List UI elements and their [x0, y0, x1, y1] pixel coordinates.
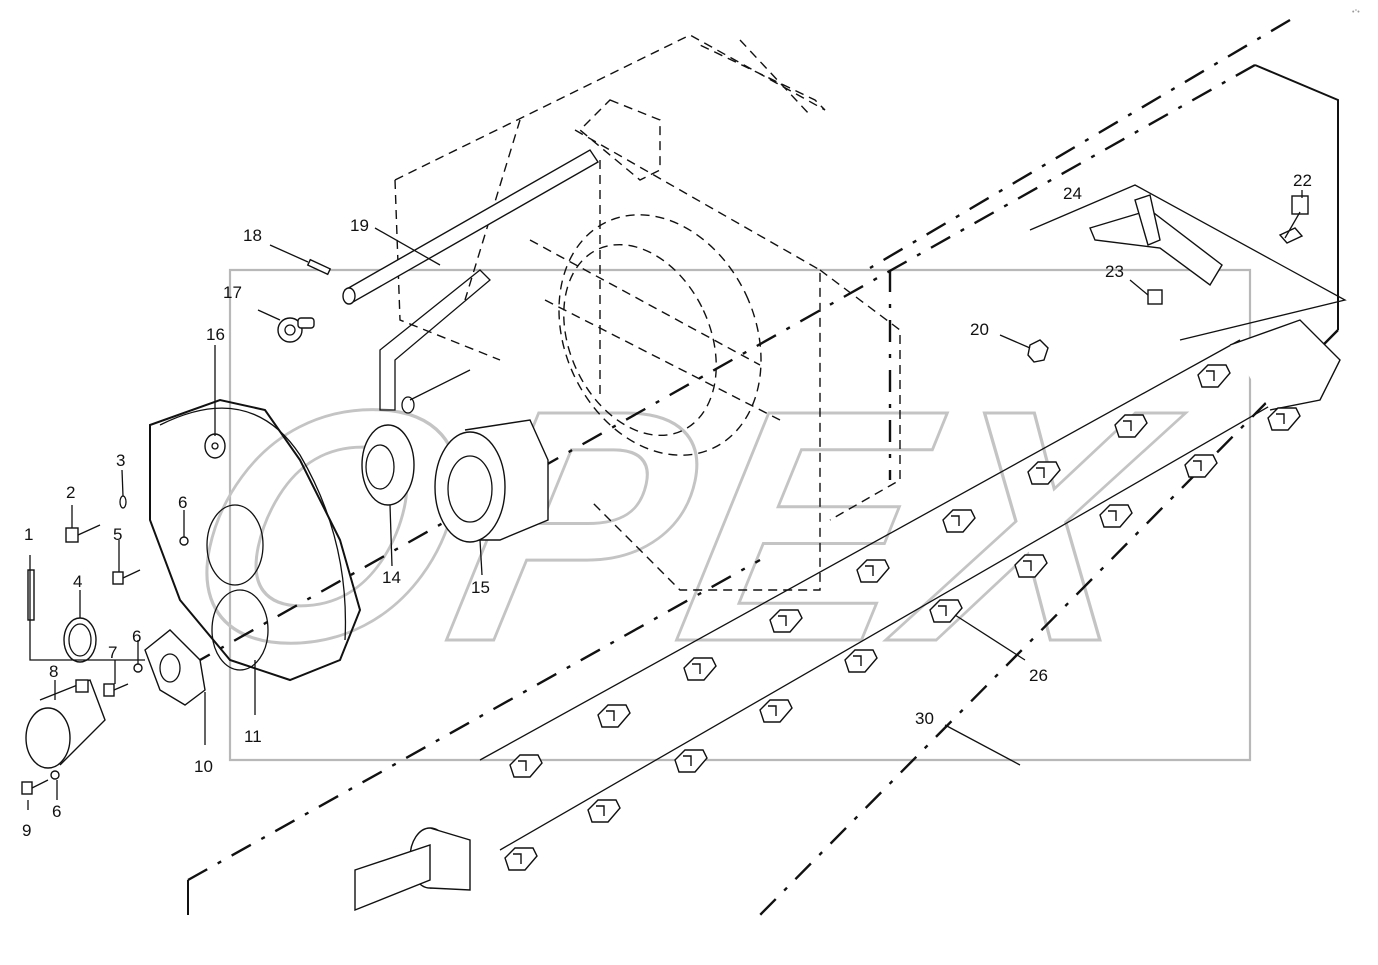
clip-3 [119, 495, 127, 509]
label-part-11: 11 [244, 727, 262, 746]
rotor-tine [509, 754, 543, 778]
watermark-logo: OPEX [158, 268, 1252, 762]
label-part-6: 6 [132, 627, 141, 646]
rotor-tine [759, 699, 793, 723]
rotor-tine [769, 609, 803, 633]
rotor-tine [587, 799, 621, 823]
rotor-26 [354, 319, 1341, 912]
pin-18 [306, 258, 332, 276]
rotor-tine [1114, 414, 1148, 438]
sprocket-wheel [149, 398, 362, 682]
label-part-24: 24 [1063, 184, 1082, 203]
mounting-plate [379, 269, 491, 414]
label-part-8: 8 [49, 662, 58, 681]
bolt-9 [21, 779, 49, 795]
bolt-5 [112, 569, 141, 585]
nut-17 [277, 317, 315, 343]
label-part-19: 19 [350, 216, 369, 235]
rotor-tine [929, 599, 963, 623]
plate-11 [206, 504, 269, 671]
corner-mark: •°• [1352, 8, 1360, 16]
rotor-tine [597, 704, 631, 728]
label-part-4: 4 [73, 572, 82, 591]
rotor-tine [1197, 364, 1231, 388]
washer-16 [204, 433, 226, 459]
rotor-tine [674, 749, 708, 773]
rotor-tine [1184, 454, 1218, 478]
bracket-24-group [1029, 184, 1347, 341]
rotor-tine [1014, 554, 1048, 578]
label-part-5: 5 [113, 525, 122, 544]
label-part-3: 3 [116, 451, 125, 470]
assembly-outline [187, 18, 1339, 916]
rotor-tine [942, 509, 976, 533]
label-part-14: 14 [382, 568, 401, 587]
nut-20 [1027, 339, 1049, 363]
bolt-22 [1278, 195, 1309, 244]
label-part-22: 22 [1293, 171, 1312, 190]
drum-15 [434, 419, 549, 543]
label-part-16: 16 [206, 325, 225, 344]
rotor-tine [683, 657, 717, 681]
label-part-17: 17 [223, 283, 242, 302]
rotor-tine [1267, 407, 1301, 431]
bolt-7 [103, 683, 129, 697]
label-part-1: 1 [24, 525, 33, 544]
shaft-19 [342, 149, 599, 305]
watermark-text: OPEX [159, 341, 1201, 710]
label-part-6: 6 [52, 802, 61, 821]
bolt-2 [65, 524, 101, 543]
flange-10 [144, 629, 206, 706]
label-part-6: 6 [178, 493, 187, 512]
frame-dashed [394, 34, 901, 591]
rotor-tine [1099, 504, 1133, 528]
bushing-23 [1147, 289, 1163, 305]
bearing-8 [25, 679, 106, 769]
label-part-18: 18 [243, 226, 262, 245]
label-part-9: 9 [22, 821, 31, 840]
flange-14 [361, 424, 415, 506]
label-part-26: 26 [1029, 666, 1048, 685]
label-part-15: 15 [471, 578, 490, 597]
rotor-tine [856, 559, 890, 583]
label-part-7: 7 [108, 643, 117, 662]
label-part-23: 23 [1105, 262, 1124, 281]
label-part-2: 2 [66, 483, 75, 502]
label-part-20: 20 [970, 320, 989, 339]
label-part-30: 30 [915, 709, 934, 728]
part-labels: 1 2 3 4 5 6 6 6 7 8 9 10 11 14 15 16 17 … [22, 171, 1312, 840]
rotor-tine [844, 649, 878, 673]
rotor-tine [1027, 461, 1061, 485]
ring-4 [63, 617, 97, 663]
label-part-10: 10 [194, 757, 213, 776]
leader-lines [27, 190, 1303, 810]
rotor-tine [504, 847, 538, 871]
pin-1 [27, 569, 35, 621]
